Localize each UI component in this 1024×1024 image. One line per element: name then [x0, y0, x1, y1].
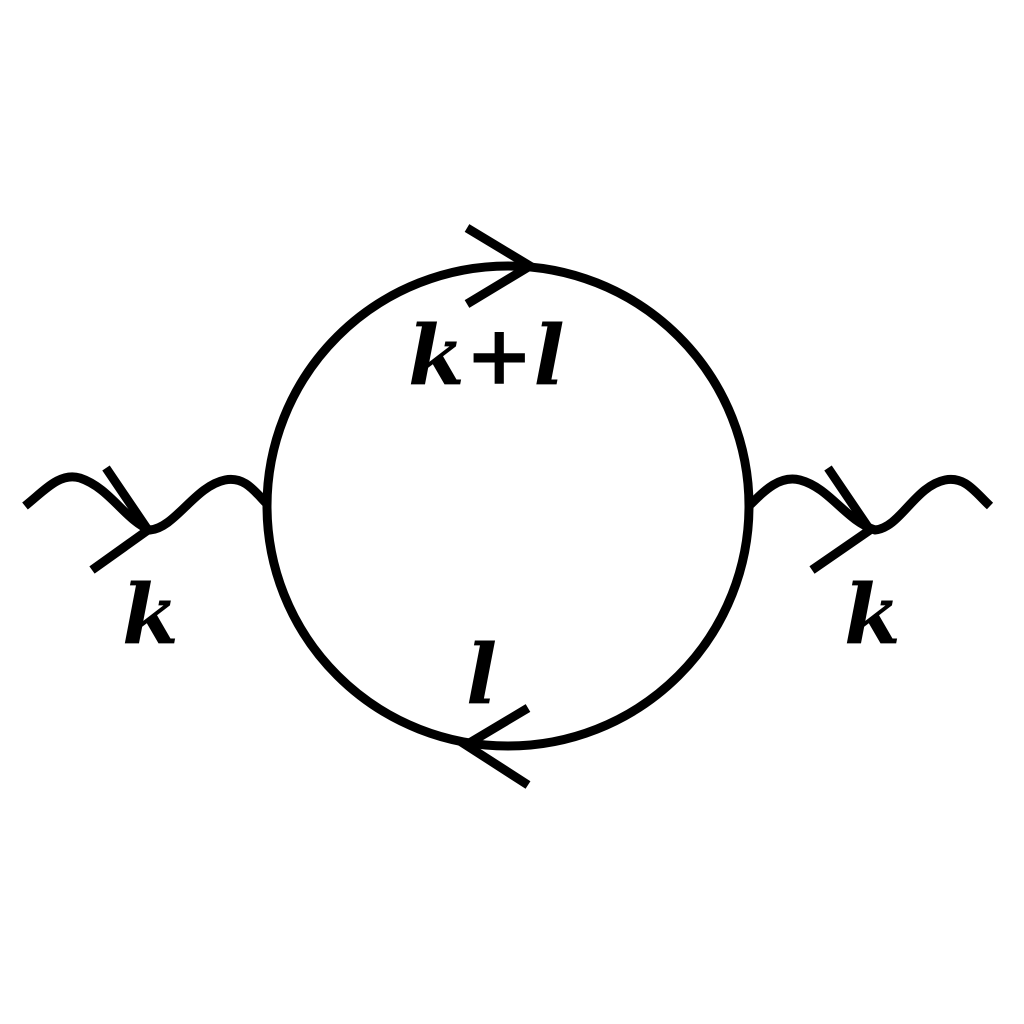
- bottom-momentum-label: l: [466, 627, 497, 723]
- left-momentum-label: k: [122, 567, 179, 663]
- right-photon-arrow-icon: [809, 465, 877, 574]
- top-arrow-icon: [464, 224, 539, 308]
- left-photon-arrow-icon: [89, 465, 155, 574]
- right-momentum-label: k: [844, 567, 901, 663]
- top-momentum-label: k+l: [408, 308, 565, 404]
- bottom-arrow-icon: [457, 704, 531, 789]
